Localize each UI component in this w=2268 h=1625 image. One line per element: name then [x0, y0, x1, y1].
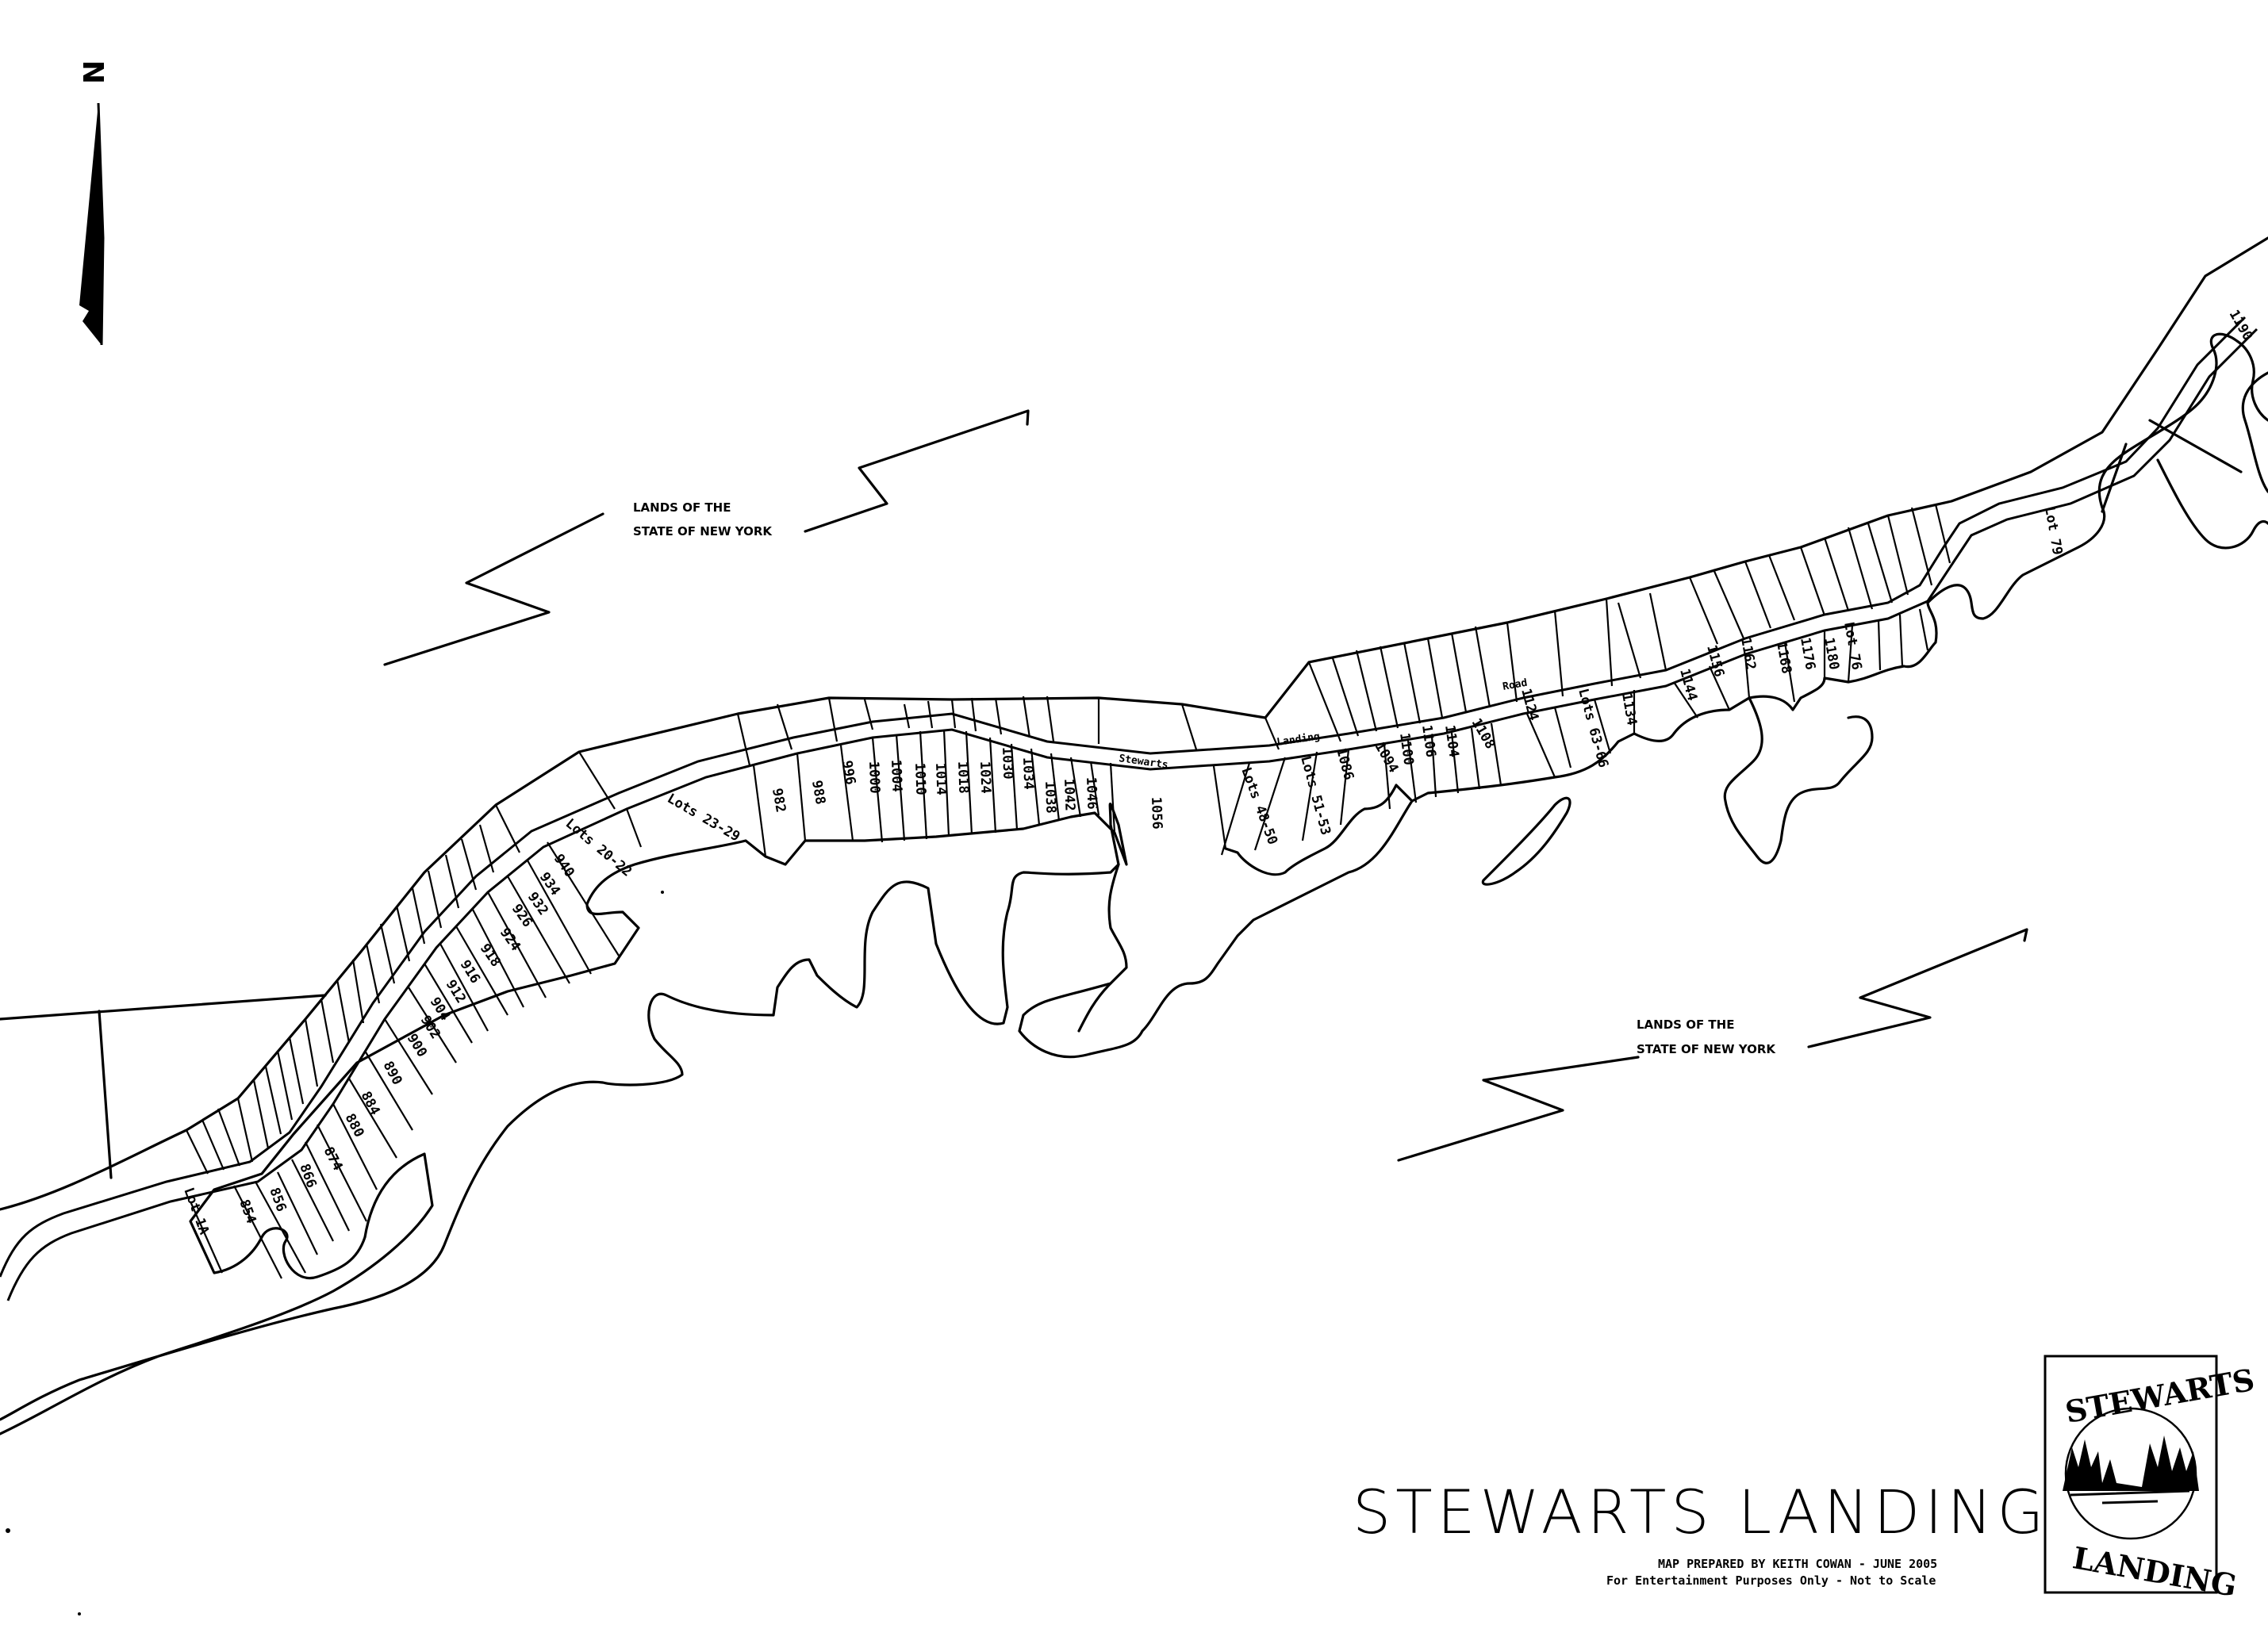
stewarts-landing-road-edge	[6, 328, 2258, 1301]
state-land-line-lower-right	[1807, 928, 2028, 1048]
west-property-line	[0, 994, 327, 1021]
lot-label: 880	[342, 1111, 367, 1140]
lot-label: 1176	[1797, 636, 1818, 671]
state-lands-upper-line2: STATE OF NEW YORK	[633, 524, 773, 538]
road-label-landing: Landing	[1276, 730, 1320, 748]
lot-label: 1134	[1618, 692, 1640, 726]
lot-label: Lot 79	[2041, 505, 2065, 556]
lot-label: Lot 76	[1840, 620, 1864, 671]
road-label-road: Road	[1502, 677, 1528, 693]
lot-label: 1100	[1396, 732, 1417, 766]
stray-dot	[78, 1612, 81, 1615]
north-lot-boundary	[0, 236, 2268, 1211]
lot-label: 1030	[999, 746, 1015, 780]
lot-labels-middle: 982 988 996 1000 1004 1010 1014 1018 102…	[769, 746, 1280, 846]
map-disclaimer: For Entertainment Purposes Only - Not to…	[1606, 1573, 1936, 1588]
lot-label: Lots 63-66	[1575, 687, 1611, 769]
map-title: STEWARTS LANDING	[1353, 1477, 2048, 1547]
state-lands-lower-line1: LANDS OF THE	[1637, 1018, 1734, 1032]
east-shoreline	[1410, 332, 2268, 803]
east-cove	[1723, 696, 1874, 864]
lot-label: 1046	[1083, 776, 1099, 810]
lot-label: 918	[477, 941, 504, 970]
lot-label: 1144	[1676, 667, 1700, 703]
west-boundary-line	[98, 1010, 113, 1179]
logo-text-bottom: LANDING	[2070, 1539, 2240, 1604]
lot-label: 982	[769, 787, 789, 814]
stewarts-landing-road	[0, 316, 2247, 1278]
logo-text-top: STEWARTS	[2063, 1362, 2257, 1430]
lot-label: 1010	[911, 762, 928, 795]
lot-label: 1094	[1372, 740, 1402, 776]
lot-label: 1034	[1019, 757, 1036, 790]
state-lands-upper-line1: LANDS OF THE	[633, 500, 731, 515]
peninsula-middle	[1018, 784, 1414, 1059]
north-lot-dividers	[186, 504, 1951, 1175]
east-shore-inlet	[2156, 458, 2268, 550]
stray-dot	[661, 891, 664, 894]
lot-label: 1086	[1333, 746, 1357, 782]
lot-label: Lots 51-53	[1297, 754, 1334, 837]
state-lands-label-upper: LANDS OF THE STATE OF NEW YORK	[633, 500, 773, 538]
lake-shoreline	[0, 803, 1128, 1435]
state-lands-label-lower: LANDS OF THE STATE OF NEW YORK	[1637, 1018, 1776, 1056]
north-arrow-icon: N	[79, 60, 111, 346]
lot-label: 1106	[1418, 724, 1439, 758]
lot-label: 996	[839, 759, 858, 786]
lot-label: 854	[236, 1198, 259, 1226]
stewarts-landing-logo: STEWARTS LANDING	[2044, 1355, 2257, 1604]
stray-dot	[6, 1528, 10, 1533]
lot-label: 1018	[954, 761, 971, 794]
lot-label: 1162	[1737, 636, 1759, 671]
lot-label: 866	[296, 1162, 319, 1190]
state-land-line-upper-right	[804, 409, 1030, 533]
state-land-line-upper-left	[383, 512, 604, 666]
lot-label: 1156	[1703, 643, 1727, 679]
east-lot-divider-2	[2148, 419, 2243, 473]
inlet-line	[1077, 982, 1112, 1033]
lot-label: 1004	[888, 759, 904, 792]
lot-label: 1124	[1518, 687, 1541, 722]
lot-label: 988	[808, 779, 828, 806]
map-credit: MAP PREPARED BY KEITH COWAN - JUNE 2005	[1658, 1557, 1937, 1571]
east-lot-divider	[2101, 443, 2128, 513]
lot-label: 874	[320, 1144, 346, 1174]
state-lands-lower-line2: STATE OF NEW YORK	[1637, 1042, 1776, 1056]
north-label: N	[79, 60, 111, 84]
island	[1481, 796, 1571, 886]
lot-label: 1056	[1148, 796, 1165, 830]
lot-label: 1000	[865, 761, 882, 794]
lot-label: 1014	[932, 762, 949, 795]
lot-label: 1104	[1441, 724, 1462, 758]
lot-label: 1042	[1061, 778, 1077, 811]
lot-label: 1168	[1773, 640, 1794, 675]
state-land-line-lower-left	[1397, 1056, 1640, 1162]
lot-label: 1038	[1042, 780, 1058, 814]
lot-label: 1024	[977, 761, 993, 794]
lot-label: Lots 23-29	[665, 791, 743, 845]
south-lot-dividers	[189, 608, 1929, 1279]
east-shore-point	[2241, 371, 2268, 493]
lot-label: 884	[358, 1089, 383, 1118]
